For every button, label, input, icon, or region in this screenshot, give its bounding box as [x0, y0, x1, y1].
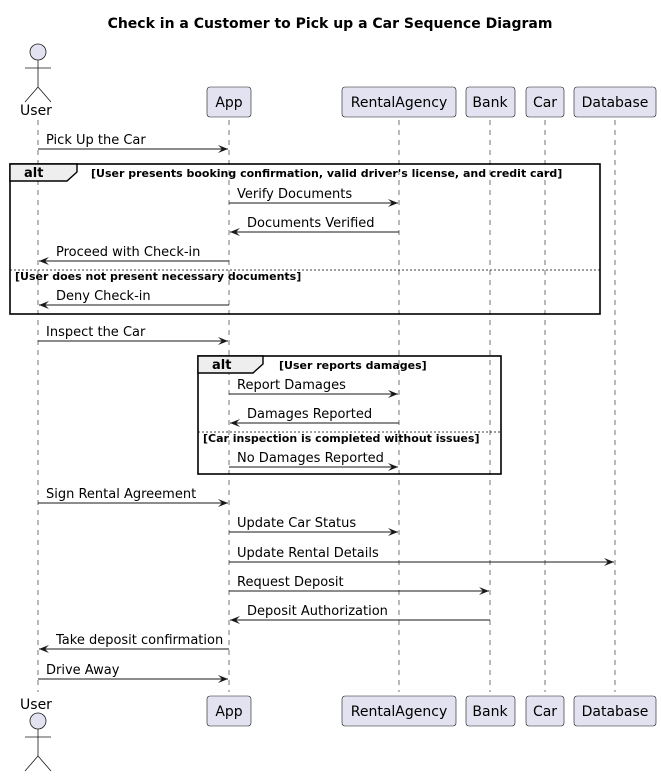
- participant-car-bottom: Car: [525, 695, 565, 727]
- arrowhead-icon: [230, 419, 240, 427]
- message-label: Drive Away: [46, 663, 120, 678]
- participant-bank-bottom: Bank: [465, 695, 516, 727]
- message: Sign Rental Agreement: [38, 487, 228, 507]
- arrowhead-icon: [388, 463, 398, 471]
- message: Request Deposit: [229, 575, 489, 595]
- message-label: Sign Rental Agreement: [46, 487, 196, 502]
- message: Inspect the Car: [38, 325, 228, 345]
- alt-condition: [User presents booking confirmation, val…: [91, 167, 562, 180]
- participant-bank-top: Bank: [465, 86, 516, 118]
- actor-body-icon: [24, 729, 52, 772]
- arrowhead-icon: [388, 528, 398, 536]
- message: Verify Documents: [229, 187, 398, 207]
- participant-label-app: App: [215, 704, 242, 720]
- message-label: Report Damages: [237, 378, 346, 393]
- participant-label-app: App: [215, 95, 242, 111]
- alt-fragment-inspection: alt [User reports damages] [Car inspecti…: [197, 355, 502, 475]
- message: Documents Verified: [230, 216, 399, 236]
- participant-label-rentalagency: RentalAgency: [351, 95, 447, 111]
- arrowhead-icon: [218, 675, 228, 683]
- participant-database-bottom: Database: [573, 695, 657, 727]
- message: Deposit Authorization: [230, 604, 490, 624]
- arrowhead-icon: [39, 301, 49, 309]
- alt-condition: [User reports damages]: [279, 359, 427, 372]
- message-label: Update Rental Details: [237, 546, 379, 561]
- participant-label-rentalagency: RentalAgency: [351, 704, 447, 720]
- arrowhead-icon: [218, 145, 228, 153]
- else-condition: [Car inspection is completed without iss…: [203, 432, 479, 445]
- message: Take deposit confirmation: [39, 633, 229, 653]
- actor-body-icon: [24, 60, 52, 103]
- arrowhead-icon: [230, 616, 240, 624]
- diagram-title: Check in a Customer to Pick up a Car Seq…: [108, 16, 553, 32]
- message-label: Deposit Authorization: [247, 604, 388, 619]
- alt-tab: [197, 355, 264, 374]
- message: Report Damages: [229, 378, 398, 398]
- participant-app-top: App: [206, 86, 252, 118]
- participant-app-bottom: App: [206, 695, 252, 727]
- message: Drive Away: [38, 663, 228, 683]
- participant-label-user: User: [20, 697, 52, 713]
- message-label: Damages Reported: [247, 407, 372, 422]
- participant-label-car: Car: [533, 95, 557, 111]
- participant-rentalagency-bottom: RentalAgency: [341, 695, 457, 727]
- message-label: Documents Verified: [247, 216, 375, 231]
- alt-keyword: alt: [24, 166, 43, 181]
- participant-rentalagency-top: RentalAgency: [341, 86, 457, 118]
- arrowhead-icon: [604, 558, 614, 566]
- actor-user-bottom: User: [20, 697, 52, 772]
- alt-fragment-documents: alt [User presents booking confirmation,…: [9, 163, 601, 315]
- message-label: Proceed with Check-in: [56, 245, 200, 260]
- alt-keyword: alt: [212, 358, 231, 373]
- message: Deny Check-in: [39, 289, 229, 309]
- arrowhead-icon: [388, 199, 398, 207]
- participant-car-top: Car: [525, 86, 565, 118]
- participant-label-car: Car: [533, 704, 557, 720]
- participant-label-database: Database: [582, 704, 649, 720]
- message-label: Take deposit confirmation: [55, 633, 223, 648]
- arrowhead-icon: [39, 645, 49, 653]
- participant-label-database: Database: [582, 95, 649, 111]
- arrowhead-icon: [218, 499, 228, 507]
- participant-label-bank: Bank: [472, 95, 508, 111]
- arrowhead-icon: [218, 337, 228, 345]
- arrowhead-icon: [230, 228, 240, 236]
- message-label: Inspect the Car: [46, 325, 146, 340]
- actor-head-icon: [29, 712, 47, 730]
- arrowhead-icon: [388, 390, 398, 398]
- message: Update Car Status: [229, 516, 398, 536]
- message: Damages Reported: [230, 407, 399, 427]
- actor-user-top: User: [20, 43, 52, 119]
- participant-database-top: Database: [573, 86, 657, 118]
- message: Proceed with Check-in: [39, 245, 229, 265]
- arrowhead-icon: [39, 257, 49, 265]
- alt-tab: [9, 163, 78, 182]
- message-label: Pick Up the Car: [46, 133, 146, 148]
- message-label: Update Car Status: [237, 516, 356, 531]
- arrowhead-icon: [479, 587, 489, 595]
- message: No Damages Reported: [229, 451, 398, 471]
- participant-label-user: User: [20, 103, 52, 119]
- message: Pick Up the Car: [38, 133, 228, 153]
- message-label: Deny Check-in: [56, 289, 151, 304]
- message-label: Verify Documents: [237, 187, 352, 202]
- message: Update Rental Details: [229, 546, 614, 566]
- else-condition: [User does not present necessary documen…: [15, 270, 301, 283]
- actor-head-icon: [29, 43, 47, 61]
- participant-label-bank: Bank: [472, 704, 508, 720]
- message-label: No Damages Reported: [237, 451, 384, 466]
- message-label: Request Deposit: [237, 575, 344, 590]
